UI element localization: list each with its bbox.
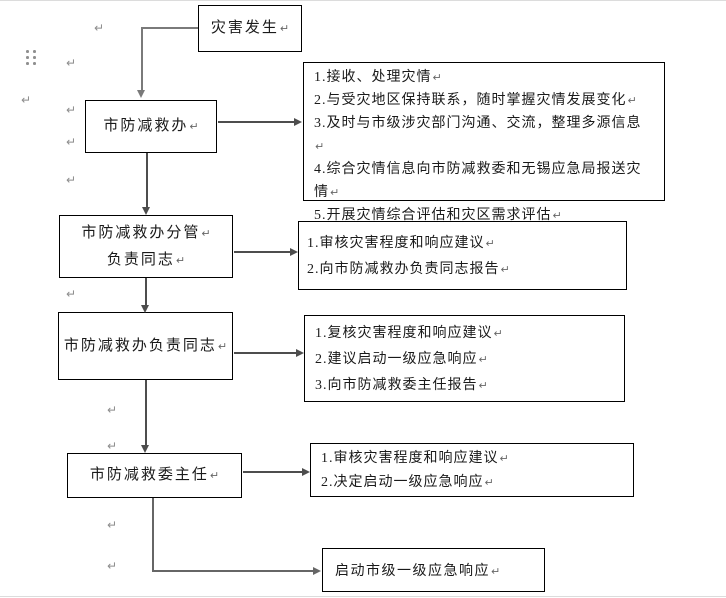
node-label: 市防减救办分管 bbox=[81, 224, 201, 241]
node-label: 市防减救委主任 bbox=[89, 467, 209, 483]
node-label: 灾害发生 bbox=[210, 20, 279, 36]
return-mark: ↵ bbox=[485, 237, 495, 250]
return-mark: ↵ bbox=[499, 452, 509, 465]
page-edge-top bbox=[0, 0, 726, 1]
return-mark: ↵ bbox=[279, 22, 290, 35]
return-mark: ↵ bbox=[175, 253, 186, 267]
page-edge-bottom bbox=[0, 596, 726, 597]
paragraph-mark: ↵ bbox=[94, 21, 105, 35]
connector-director-to-end bbox=[152, 570, 314, 572]
return-mark: ↵ bbox=[627, 94, 637, 107]
return-mark: ↵ bbox=[552, 209, 562, 222]
return-mark: ↵ bbox=[209, 469, 220, 482]
arrowhead-right-icon bbox=[313, 567, 321, 575]
drag-handle-icon[interactable] bbox=[26, 50, 40, 67]
connector-start-to-office bbox=[141, 27, 198, 29]
node-director-tasks[interactable]: 1.审核灾害程度和响应建议↵ 2.决定启动一级应急响应↵ bbox=[310, 443, 634, 497]
node-label: 启动市级一级应急响应 bbox=[335, 564, 490, 579]
arrowhead-down-icon bbox=[142, 207, 150, 215]
node-label: 市防减救办 bbox=[103, 118, 189, 134]
task-line: 1.复核灾害程度和响应建议↵ bbox=[315, 326, 503, 341]
return-mark: ↵ bbox=[500, 263, 510, 276]
connector-office-to-tasks bbox=[218, 121, 295, 123]
connector-head-to-director bbox=[145, 380, 147, 446]
task-line: 2.决定启动一级应急响应↵ bbox=[321, 475, 494, 490]
return-mark: ↵ bbox=[201, 226, 211, 240]
arrowhead-right-icon bbox=[296, 349, 304, 357]
arrowhead-down-icon bbox=[137, 90, 145, 98]
paragraph-mark: ↵ bbox=[107, 559, 118, 573]
arrowhead-down-icon bbox=[141, 305, 149, 313]
node-deputy-comrade[interactable]: 市防减救办分管↵ 负责同志↵ bbox=[59, 215, 233, 278]
task-line: 1.审核灾害程度和响应建议↵ bbox=[307, 236, 495, 251]
paragraph-mark: ↵ bbox=[66, 173, 77, 187]
return-mark: ↵ bbox=[478, 379, 488, 392]
arrowhead-right-icon bbox=[290, 248, 298, 256]
node-head-tasks[interactable]: 1.复核灾害程度和响应建议↵ 2.建议启动一级应急响应↵ 3.向市防减救委主任报… bbox=[304, 315, 625, 402]
paragraph-mark: ↵ bbox=[66, 135, 77, 149]
task-line: 4.综合灾情信息向市防减救委和无锡应急局报送灾情↵ bbox=[314, 162, 642, 200]
paragraph-mark: ↵ bbox=[66, 103, 77, 117]
task-line: 5.开展灾情综合评估和灾区需求评估↵ bbox=[314, 208, 562, 223]
node-label: 负责同志 bbox=[106, 251, 175, 268]
node-office-head[interactable]: 市防减救办负责同志↵ bbox=[58, 312, 233, 380]
task-line: 1.接收、处理灾情↵ bbox=[314, 70, 442, 85]
task-line: 2.与受灾地区保持联系，随时掌握灾情发展变化↵ bbox=[314, 93, 637, 108]
return-mark: ↵ bbox=[478, 353, 488, 366]
return-mark: ↵ bbox=[491, 565, 501, 578]
connector-director-to-end bbox=[152, 498, 154, 571]
paragraph-mark: ↵ bbox=[21, 93, 32, 107]
connector-head-to-tasks bbox=[234, 352, 297, 354]
paragraph-mark: ↵ bbox=[107, 518, 118, 532]
return-mark: ↵ bbox=[493, 327, 503, 340]
paragraph-mark: ↵ bbox=[107, 439, 118, 453]
node-label: 市防减救办负责同志 bbox=[63, 337, 217, 354]
return-mark: ↵ bbox=[484, 476, 494, 489]
node-deputy-tasks[interactable]: 1.审核灾害程度和响应建议↵ 2.向市防减救办负责同志报告↵ bbox=[298, 221, 627, 290]
arrowhead-right-icon bbox=[302, 468, 310, 476]
paragraph-mark: ↵ bbox=[66, 287, 77, 301]
paragraph-mark: ↵ bbox=[66, 56, 77, 70]
connector-start-to-office bbox=[141, 27, 143, 91]
node-disaster-occurs[interactable]: 灾害发生↵ bbox=[198, 5, 302, 52]
task-line: 3.及时与市级涉灾部门沟通、交流，整理多源信息↵ bbox=[314, 116, 642, 153]
arrowhead-right-icon bbox=[294, 118, 302, 126]
node-city-office[interactable]: 市防减救办↵ bbox=[85, 100, 217, 153]
paragraph-mark: ↵ bbox=[107, 403, 118, 417]
node-committee-director[interactable]: 市防减救委主任↵ bbox=[67, 453, 242, 498]
connector-director-to-tasks bbox=[243, 471, 303, 473]
return-mark: ↵ bbox=[432, 71, 442, 84]
task-line: 2.向市防减救办负责同志报告↵ bbox=[307, 262, 510, 277]
arrowhead-down-icon bbox=[141, 445, 149, 453]
node-launch-response[interactable]: 启动市级一级应急响应↵ bbox=[322, 548, 545, 592]
connector-office-to-deputy bbox=[146, 153, 148, 208]
return-mark: ↵ bbox=[315, 140, 325, 153]
task-line: 1.审核灾害程度和响应建议↵ bbox=[321, 451, 509, 466]
task-line: 3.向市防减救委主任报告↵ bbox=[315, 378, 488, 393]
return-mark: ↵ bbox=[330, 186, 340, 199]
return-mark: ↵ bbox=[189, 120, 199, 133]
connector-deputy-to-tasks bbox=[234, 251, 291, 253]
task-line: 2.建议启动一级应急响应↵ bbox=[315, 352, 488, 367]
node-office-tasks[interactable]: 1.接收、处理灾情↵ 2.与受灾地区保持联系，随时掌握灾情发展变化↵ 3.及时与… bbox=[303, 62, 665, 223]
connector-deputy-to-head bbox=[145, 278, 147, 306]
return-mark: ↵ bbox=[217, 339, 228, 353]
